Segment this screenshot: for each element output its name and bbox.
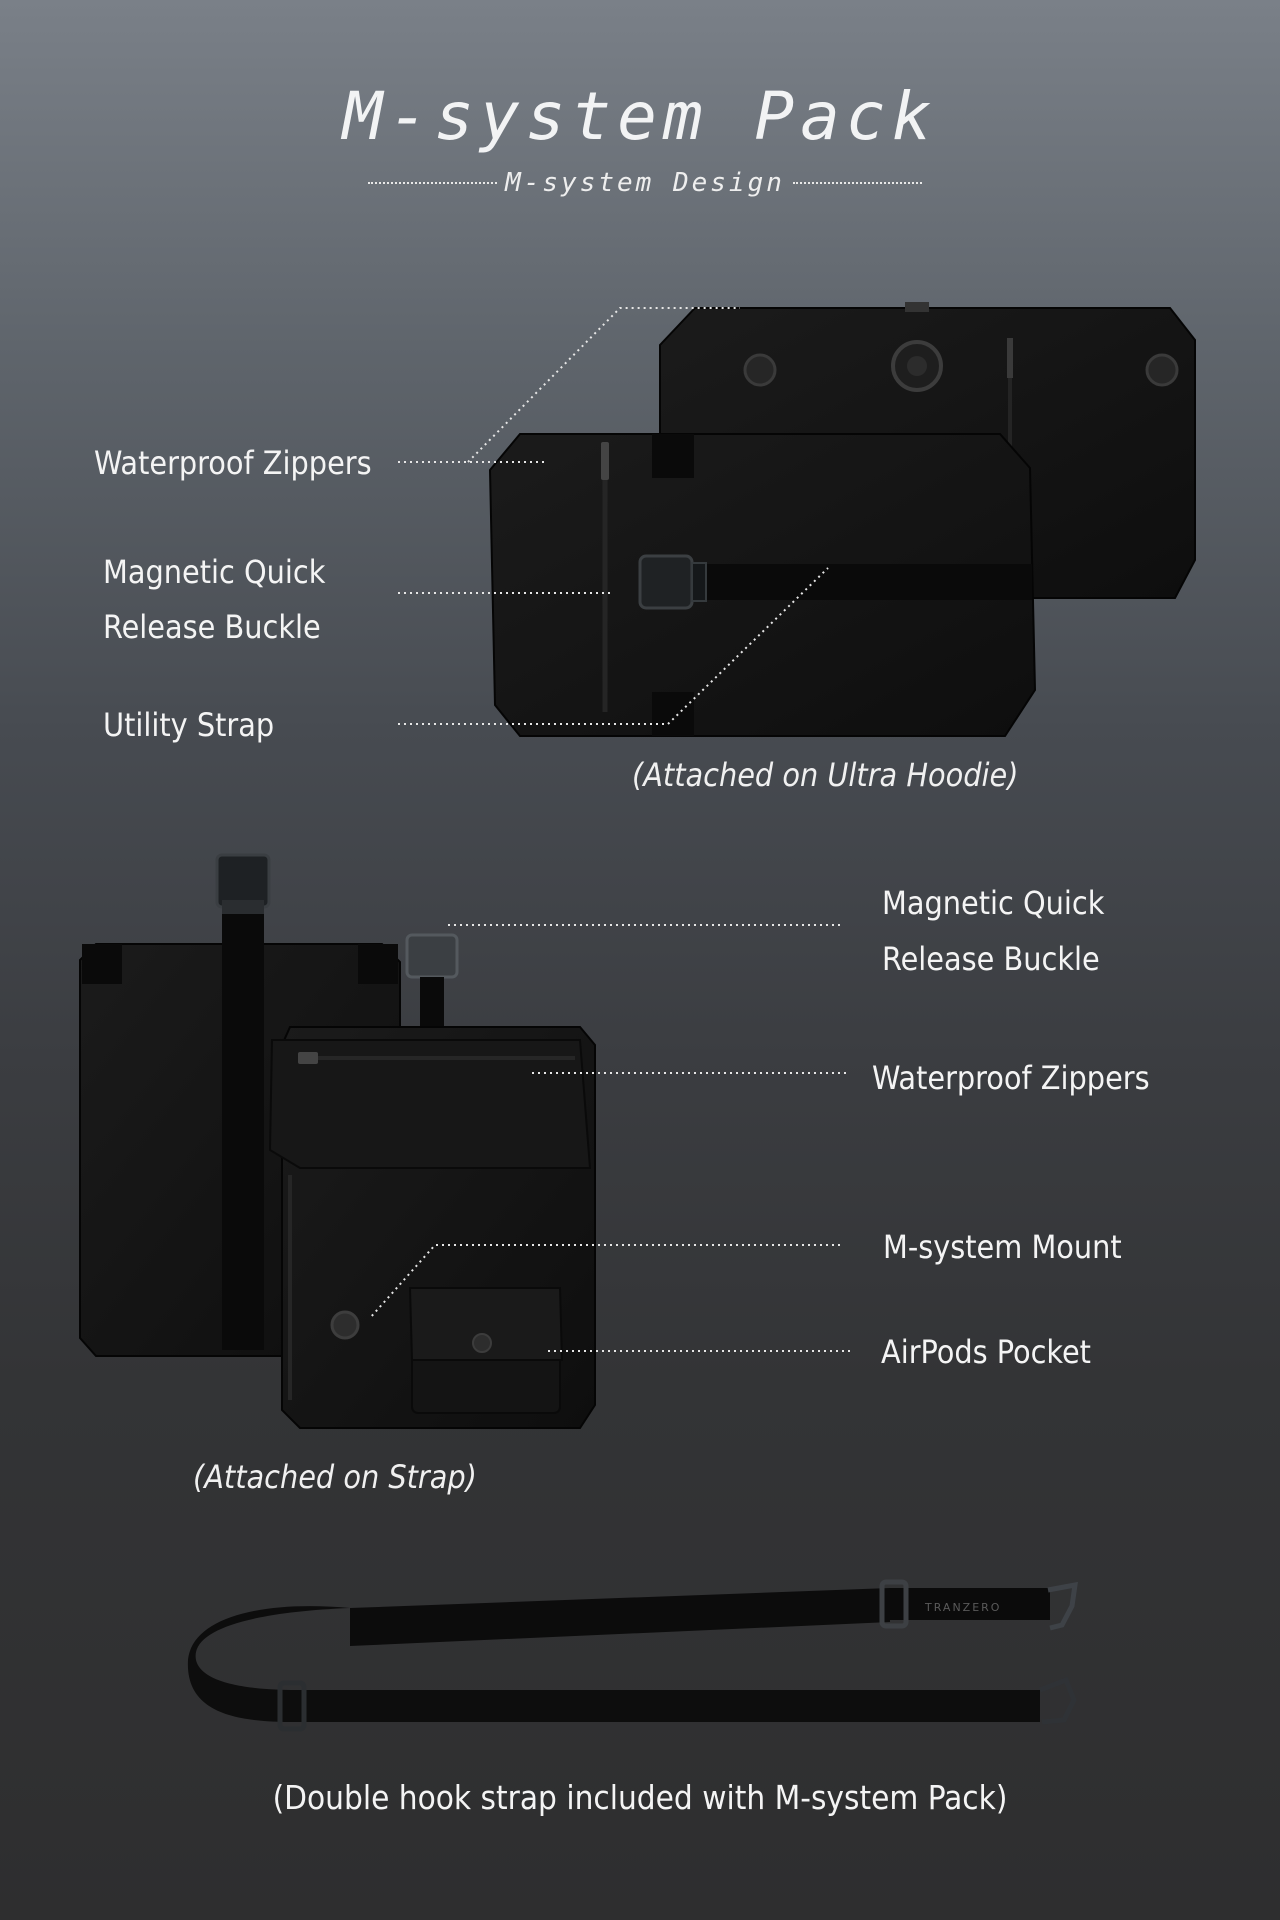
- subtitle-row: M-system Design: [368, 168, 922, 198]
- m-system-mount-icon: [330, 1310, 360, 1340]
- middle-leader-lines: [369, 924, 850, 1352]
- zipper-pull-icon: [1007, 338, 1013, 378]
- hook-icon: [1047, 1581, 1078, 1631]
- slider-buckle-icon: [879, 1579, 909, 1629]
- label-utility-strap: Utility Strap: [103, 706, 275, 744]
- zipper-pull-icon: [298, 1052, 318, 1064]
- double-hook-strap: TRANZERO: [187, 1579, 1078, 1732]
- middle-pack-front: [268, 933, 596, 1429]
- caption-attached-on-strap: (Attached on Strap): [193, 1458, 477, 1496]
- mount-snap-icon: [743, 353, 777, 387]
- label-airpods-pocket: AirPods Pocket: [881, 1333, 1091, 1371]
- snap-button-icon: [472, 1333, 492, 1353]
- hook-icon: [1039, 1676, 1077, 1725]
- strap-brand-text: TRANZERO: [924, 1601, 1001, 1614]
- zipper-pull-icon: [601, 442, 609, 480]
- caption-ultra-hoodie: (Attached on Ultra Hoodie): [632, 756, 1019, 794]
- footer-caption: (Double hook strap included with M-syste…: [272, 1778, 1008, 1817]
- magnetic-buckle-icon: [638, 554, 694, 610]
- label-buckle-middle-line1: Magnetic Quick: [882, 884, 1105, 922]
- subtitle-divider-left: [368, 182, 498, 184]
- label-m-system-mount: M-system Mount: [883, 1228, 1122, 1266]
- top-leader-lines: [398, 307, 829, 725]
- label-buckle-top-line1: Magnetic Quick: [103, 553, 326, 591]
- slider-buckle-icon: [277, 1680, 307, 1732]
- utility-strap: [700, 564, 1032, 600]
- label-waterproof-zippers-middle: Waterproof Zippers: [872, 1059, 1150, 1097]
- page-title: M-system Pack: [342, 78, 938, 155]
- magnetic-buckle-icon: [405, 933, 459, 979]
- magnetic-buckle-icon: [215, 853, 271, 909]
- subtitle-divider-right: [792, 182, 922, 184]
- mount-snap-icon: [1145, 353, 1179, 387]
- label-buckle-top-line2: Release Buckle: [103, 608, 321, 646]
- page-subtitle: M-system Design: [505, 168, 785, 198]
- label-buckle-middle-line2: Release Buckle: [882, 940, 1100, 978]
- vertical-strap: [222, 900, 264, 1350]
- label-waterproof-zippers-top: Waterproof Zippers: [94, 444, 372, 482]
- top-pack-front: [488, 433, 1037, 737]
- pocket-flap: [268, 1039, 592, 1169]
